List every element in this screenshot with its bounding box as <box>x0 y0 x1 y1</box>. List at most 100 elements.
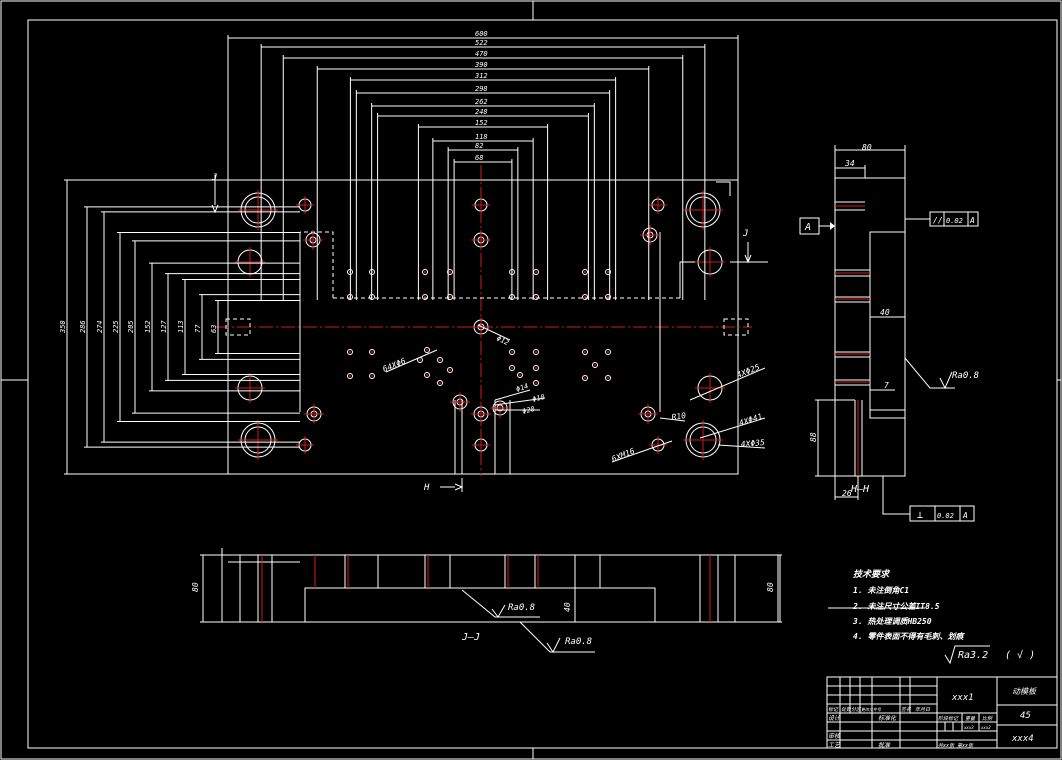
side-dim-height: 88 <box>809 432 818 442</box>
svg-text:⊥: ⊥ <box>917 510 923 521</box>
hole-centerline <box>296 436 314 454</box>
pin-hole <box>369 373 375 379</box>
roughness-general: Ra3.2 <box>958 650 988 661</box>
dimension-label: 350 <box>59 320 67 334</box>
hole-centerline <box>471 317 491 337</box>
dimension-label: 600 <box>475 30 488 38</box>
pin-hole-center <box>535 367 537 369</box>
pin-hole <box>582 349 588 355</box>
pin-hole-center <box>519 374 521 376</box>
dimension-label: 82 <box>475 142 483 150</box>
svg-text:批准: 批准 <box>878 741 891 749</box>
material: 45 <box>1020 711 1031 721</box>
pin-hole-center <box>535 382 537 384</box>
pin-hole-center <box>535 351 537 353</box>
hole-centerline <box>695 373 725 403</box>
dimension-label: 286 <box>79 320 87 333</box>
svg-text:标准化: 标准化 <box>878 714 897 722</box>
pin-hole <box>424 372 430 378</box>
pin-hole-center <box>535 296 537 298</box>
svg-text:处数: 处数 <box>841 706 852 713</box>
dimension-label: 127 <box>160 320 168 333</box>
pin-hole <box>437 357 443 363</box>
pin-hole-center <box>426 374 428 376</box>
side-dim-pocket: 40 <box>880 308 890 317</box>
svg-text:审核: 审核 <box>828 732 841 740</box>
pin-hole-center <box>584 377 586 379</box>
pin-hole <box>509 349 515 355</box>
callout-m16: 6XM16 <box>610 446 636 463</box>
pin-hole <box>605 375 611 381</box>
hole-centerline <box>235 373 265 403</box>
pin-hole <box>517 372 523 378</box>
section-arrow-j-left <box>211 175 219 214</box>
hole-centerline <box>695 247 725 277</box>
svg-text:设计: 设计 <box>828 714 841 722</box>
threaded-hole <box>225 318 251 336</box>
note-item: 2. 未注尺寸公差IT8.5 <box>852 602 940 611</box>
svg-text:年月日: 年月日 <box>915 706 931 713</box>
side-dim-width: 80 <box>862 143 872 152</box>
note-item: 1. 未注倒角C1 <box>853 586 909 595</box>
pin-hole <box>447 367 453 373</box>
corner-mark <box>716 181 731 196</box>
callout-d25: 4XΦ25 <box>735 362 761 379</box>
pin-hole <box>605 269 611 275</box>
hole-centerline <box>490 398 510 418</box>
pin-hole-center <box>424 296 426 298</box>
svg-text:共xx张 第xx张: 共xx张 第xx张 <box>938 742 974 749</box>
dimension-label: 118 <box>475 133 488 141</box>
dimension-label: 262 <box>475 98 488 106</box>
note-item: 4. 零件表面不得有毛刺、划痕 <box>853 632 965 641</box>
roughness-symbol-side <box>904 357 955 390</box>
title-block: 标记 处数 分区 更改文件号 签名 年月日 设计 标准化 审核 工艺 批准 阶段… <box>826 676 1058 749</box>
pin-hole <box>533 365 539 371</box>
pin-hole-center <box>449 369 451 371</box>
dimension-label: 205 <box>127 320 135 333</box>
dimension-label: 298 <box>475 85 488 93</box>
pin-hole <box>582 294 588 300</box>
pin-hole <box>605 349 611 355</box>
dimension-label: 63 <box>210 325 218 333</box>
svg-text:更改文件号: 更改文件号 <box>861 707 882 712</box>
hole-centerline <box>450 392 470 412</box>
dimension-label: 68 <box>475 154 483 162</box>
pin-hole-center <box>371 375 373 377</box>
pin-hole <box>582 375 588 381</box>
svg-text:xxx2: xxx2 <box>980 725 991 730</box>
dimension-label: 248 <box>475 108 488 116</box>
callout-d14: Φ14 <box>515 382 530 394</box>
svg-text:阶段标记: 阶段标记 <box>938 715 959 722</box>
pin-hole <box>422 294 428 300</box>
side-dim-bottom: 26 <box>842 489 852 498</box>
dimension-label: 390 <box>474 61 488 69</box>
side-dim-step: 34 <box>844 159 855 168</box>
side-view: 80 34 40 7 88 26 H—H A // 0.02 A ⊥ 0.02 … <box>799 143 979 522</box>
pin-hole-center <box>607 377 609 379</box>
hole-group <box>225 190 749 460</box>
dimension-label: 225 <box>112 320 120 333</box>
dimension-label: 470 <box>475 50 488 58</box>
dimension-label: 152 <box>144 320 152 333</box>
company-name: xxx4 <box>1011 734 1034 744</box>
pin-hole <box>533 349 539 355</box>
roughness-section-2: Ra0.8 <box>565 637 592 647</box>
roughness-side: Ra0.8 <box>952 371 979 381</box>
pin-hole-center <box>607 271 609 273</box>
callout-d35: 4XΦ35 <box>740 438 765 449</box>
dimension-label: 312 <box>474 72 488 80</box>
pin-hole <box>347 373 353 379</box>
pin-hole <box>533 380 539 386</box>
svg-text:分区: 分区 <box>851 706 862 713</box>
section-hh-label: H—H <box>850 484 870 495</box>
pin-hole-center <box>584 351 586 353</box>
pin-hole-center <box>594 364 596 366</box>
callout-d20: Φ20 <box>521 405 535 416</box>
hole-centerline <box>303 230 323 250</box>
pin-hole-center <box>439 359 441 361</box>
callout-d41: 4XΦ41 <box>738 412 764 428</box>
